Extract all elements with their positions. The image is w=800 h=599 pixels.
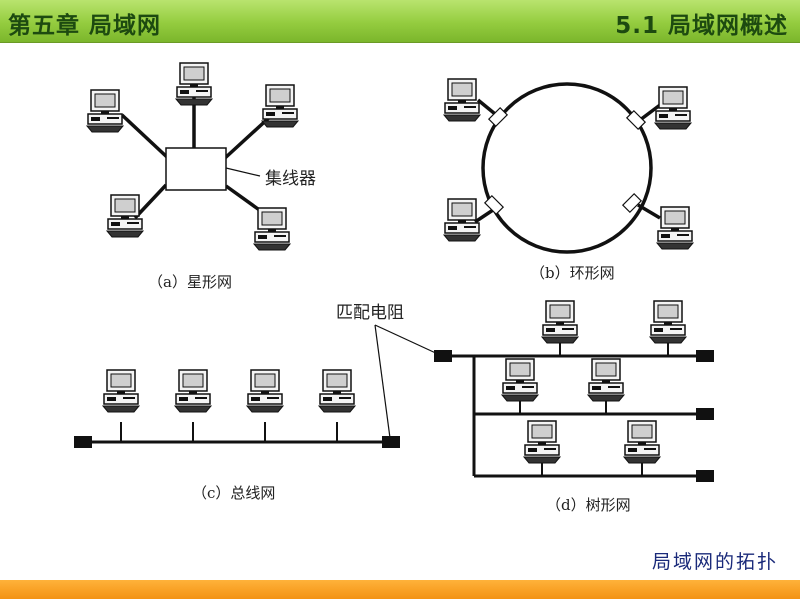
bus-computer [246,369,284,413]
bus-topology: （c）总线网 [74,369,400,502]
ring-computer [443,78,481,122]
tree-computer [623,420,661,464]
slide-footer-title: 局域网的拓扑 [651,551,778,573]
tree-computer [649,300,687,344]
star-computer [175,62,213,106]
star-computer [86,89,124,133]
ring-caption: （b）环形网 [530,264,615,282]
ring-computer [656,206,694,250]
tree-computer [541,300,579,344]
tree-computer [587,358,625,402]
footer-bar [0,580,800,599]
bus-computer [102,369,140,413]
tree-caption: （d）树形网 [546,496,631,514]
ring-topology: （b）环形网 [443,78,694,282]
terminator [382,436,400,448]
bus-computer [318,369,356,413]
ring-adapter [625,109,647,131]
terminator [696,470,714,482]
hub-label: 集线器 [265,169,316,189]
tree-computer [501,358,539,402]
topology-diagram: 集线器 （a）星形网 （b）环形网 匹配电阻 （c）总线网 [74,62,714,514]
ring-adapter [621,192,643,214]
terminator [696,408,714,420]
star-computer [261,84,299,128]
ring-adapter [483,194,505,216]
ring-adapter [487,106,509,128]
ring-computer [443,198,481,242]
chapter-title: 第五章 局域网 [8,13,162,39]
star-computer [106,194,144,238]
ring [481,82,653,254]
terminator [434,350,452,362]
header-bar: 第五章 局域网 5.1 局域网概述 [0,0,800,43]
section-title: 5.1 局域网概述 [615,13,788,39]
bus-caption: （c）总线网 [192,484,275,502]
tree-computer [523,420,561,464]
star-computer [253,207,291,251]
star-topology: 集线器 （a）星形网 [86,62,316,291]
terminator [696,350,714,362]
terminator-label: 匹配电阻 [336,303,404,323]
star-caption: （a）星形网 [148,273,232,291]
hub-box [165,147,227,191]
bus-computer [174,369,212,413]
tree-topology: （d）树形网 [434,300,714,514]
ring-computer [654,86,692,130]
terminator [74,436,92,448]
